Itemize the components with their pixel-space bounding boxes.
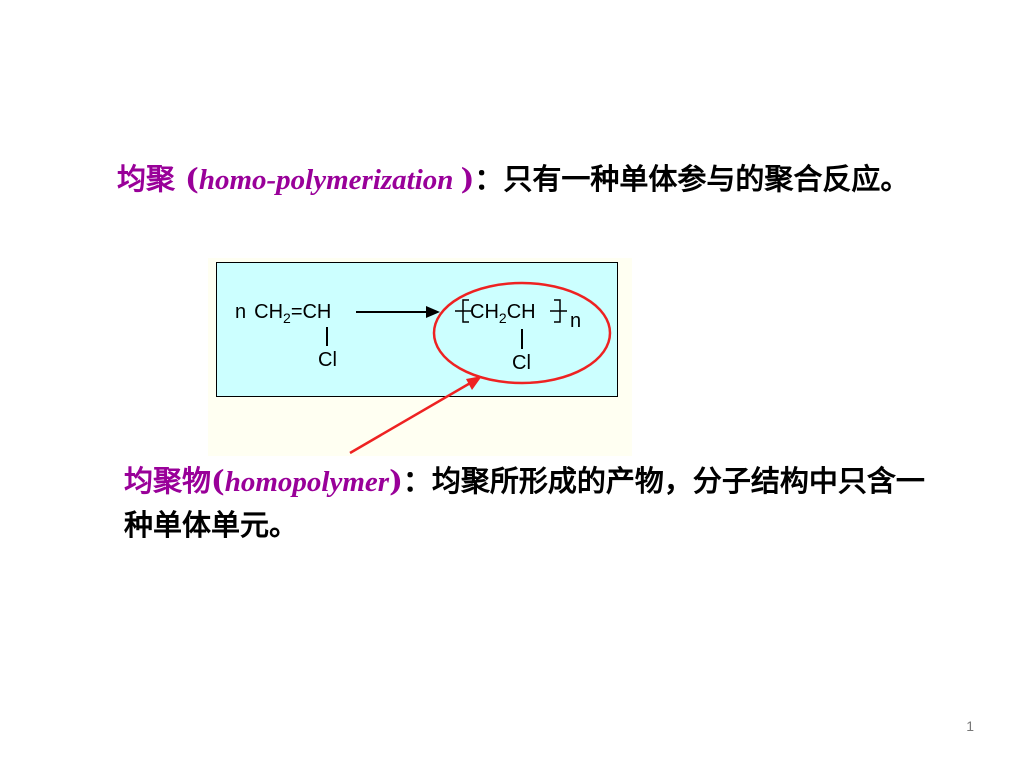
english-term: homo-polymerization xyxy=(198,164,461,196)
definition-text: 均聚所形成的产物，分子结构中只含一种单体单元。 xyxy=(124,464,925,542)
definition-homopolymer: 均聚物(homopolymer)：均聚所形成的产物，分子结构中只含一种单体单元。 xyxy=(124,460,944,547)
reactant-substituent: Cl xyxy=(318,349,337,371)
highlight-ellipse xyxy=(432,281,612,385)
definition-homopolymerization: 均聚 (homo-polymerization )：只有一种单体参与的聚合反应。 xyxy=(117,158,917,202)
colon: ： xyxy=(474,162,504,196)
pointer-arrow xyxy=(349,380,473,455)
reaction-arrowhead xyxy=(426,306,440,318)
term-homopolymerization: 均聚 xyxy=(117,162,176,196)
repeat-count: n xyxy=(570,310,581,332)
product-formula: CH2CH xyxy=(470,301,536,326)
colon: ： xyxy=(402,464,432,498)
product-substituent: Cl xyxy=(512,352,531,374)
page-number: 1 xyxy=(966,718,974,734)
en-close-paren: ) xyxy=(460,162,475,196)
term-homopolymer: 均聚物 xyxy=(124,464,212,498)
definition-text: 只有一种单体参与的聚合反应。 xyxy=(503,162,910,196)
en-open-paren: ( xyxy=(175,162,199,196)
en-close-paren: ) xyxy=(389,464,403,498)
en-open-paren: ( xyxy=(211,464,225,498)
pointer-arrowhead xyxy=(466,376,482,390)
english-term: homopolymer xyxy=(224,466,390,498)
